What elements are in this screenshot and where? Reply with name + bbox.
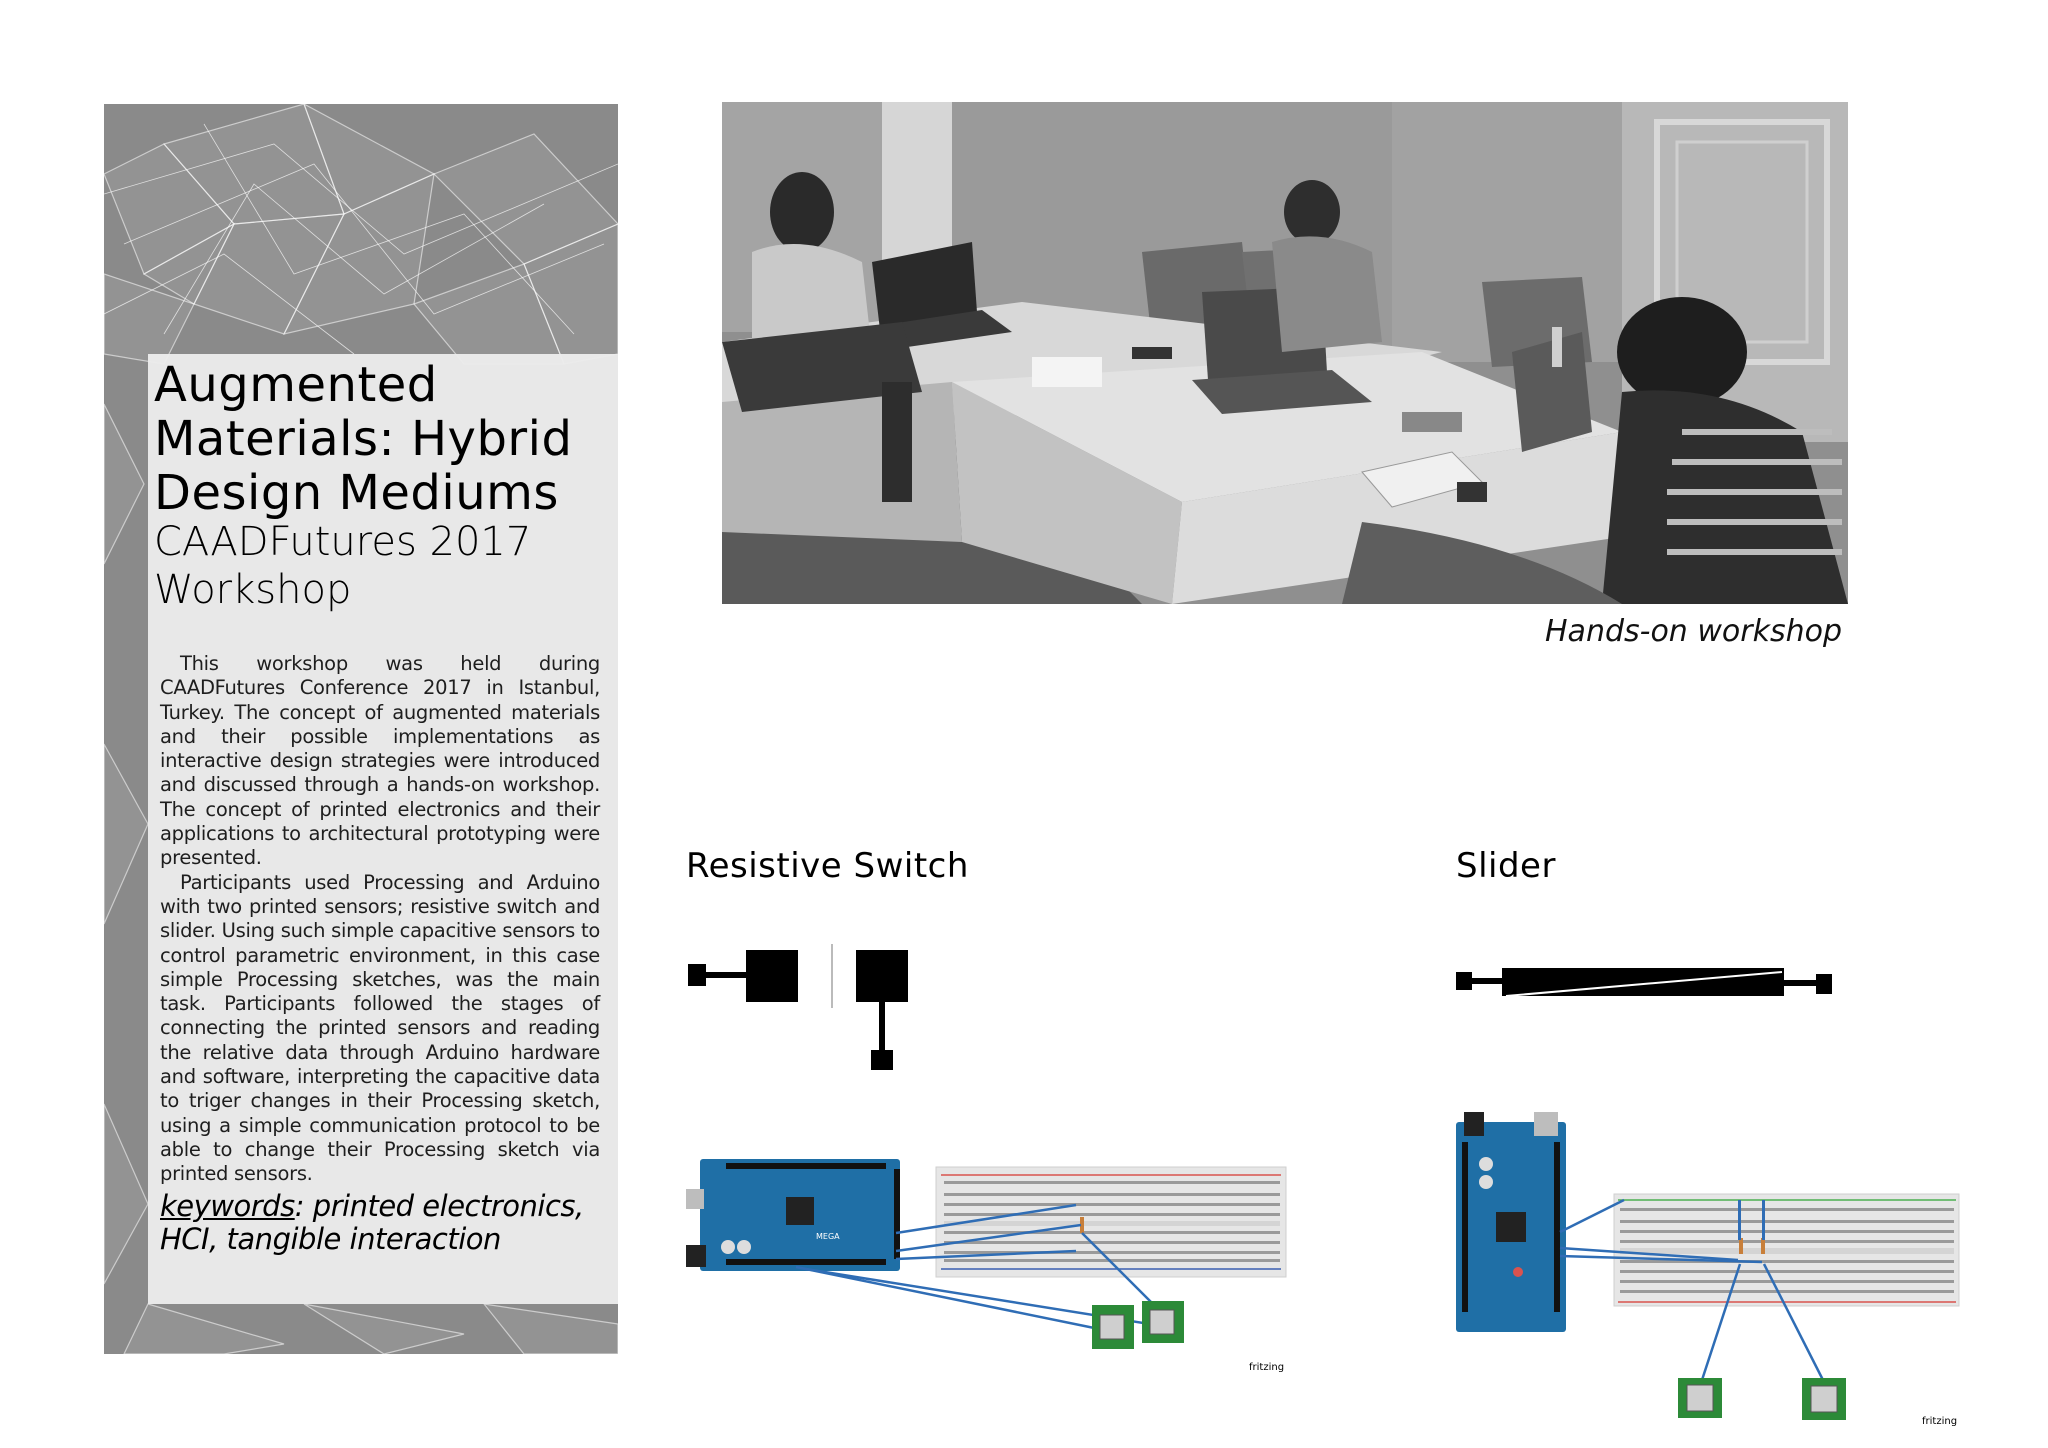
body-paragraph: This workshop was held during CAADFuture… — [160, 652, 600, 870]
text-card: Augmented Materials: Hybrid Design Mediu… — [148, 354, 618, 1304]
resistive-switch-title: Resistive Switch — [686, 846, 969, 886]
switch-terminal-left — [688, 964, 706, 986]
breadboard — [1613, 1193, 1960, 1307]
jumper-wires — [1559, 1198, 1826, 1383]
slider-pad — [1502, 968, 1784, 996]
polygon-mesh-background — [104, 104, 618, 1354]
keywords: keywords: printed electronics, HCI, tang… — [160, 1190, 615, 1256]
panel-body: This workshop was held during CAADFuture… — [160, 652, 600, 1187]
slider-diagram — [1456, 968, 1832, 997]
arduino-mega-board — [1456, 1112, 1566, 1332]
fritzing-label: fritzing — [1249, 1362, 1284, 1373]
slider-title: Slider — [1456, 846, 1556, 886]
slider-trace-right — [1784, 980, 1816, 986]
printed-sensor-1 — [1092, 1305, 1134, 1349]
slider-trace-left — [1472, 978, 1502, 984]
resistor — [1739, 1238, 1743, 1254]
printed-sensor-2 — [1802, 1378, 1846, 1420]
resistor — [1761, 1238, 1765, 1254]
arduino-label: MEGA — [816, 1232, 840, 1241]
slider-terminal-left — [1456, 972, 1472, 990]
resistive-switch-circuit: MEGA fritzing — [686, 1159, 1287, 1373]
panel-subtitle: CAADFutures 2017 Workshop — [154, 519, 532, 613]
switch-terminal-bottom — [871, 1050, 893, 1070]
switch-trace-left — [706, 972, 746, 978]
switch-gap-divider — [831, 944, 833, 1008]
printed-sensor-2 — [1142, 1301, 1184, 1343]
workshop-photo-illustration — [722, 102, 1848, 604]
photo-caption: Hands-on workshop — [1545, 614, 1842, 649]
printed-sensor-1 — [1678, 1378, 1722, 1418]
workshop-photo — [722, 102, 1848, 604]
info-panel: Augmented Materials: Hybrid Design Mediu… — [104, 104, 618, 1354]
switch-pad-right — [856, 950, 908, 1002]
resistive-switch-diagram — [688, 944, 908, 1070]
slider-terminal-right — [1816, 974, 1832, 994]
keywords-text: : printed electronics, HCI, tangible int… — [160, 1189, 584, 1256]
body-paragraph: Participants used Processing and Arduino… — [160, 870, 600, 1186]
slider-split-line — [1505, 971, 1783, 997]
panel-title: Augmented Materials: Hybrid Design Mediu… — [154, 357, 573, 521]
resistor — [1080, 1217, 1084, 1233]
slider-circuit: fritzing — [1456, 1112, 1960, 1427]
switch-pad-left — [746, 950, 798, 1002]
switch-trace-bottom — [879, 1002, 885, 1050]
fritzing-label: fritzing — [1922, 1416, 1957, 1427]
keywords-label: keywords — [160, 1189, 295, 1223]
breadboard — [935, 1166, 1287, 1278]
arduino-mega-board: MEGA — [686, 1159, 900, 1271]
